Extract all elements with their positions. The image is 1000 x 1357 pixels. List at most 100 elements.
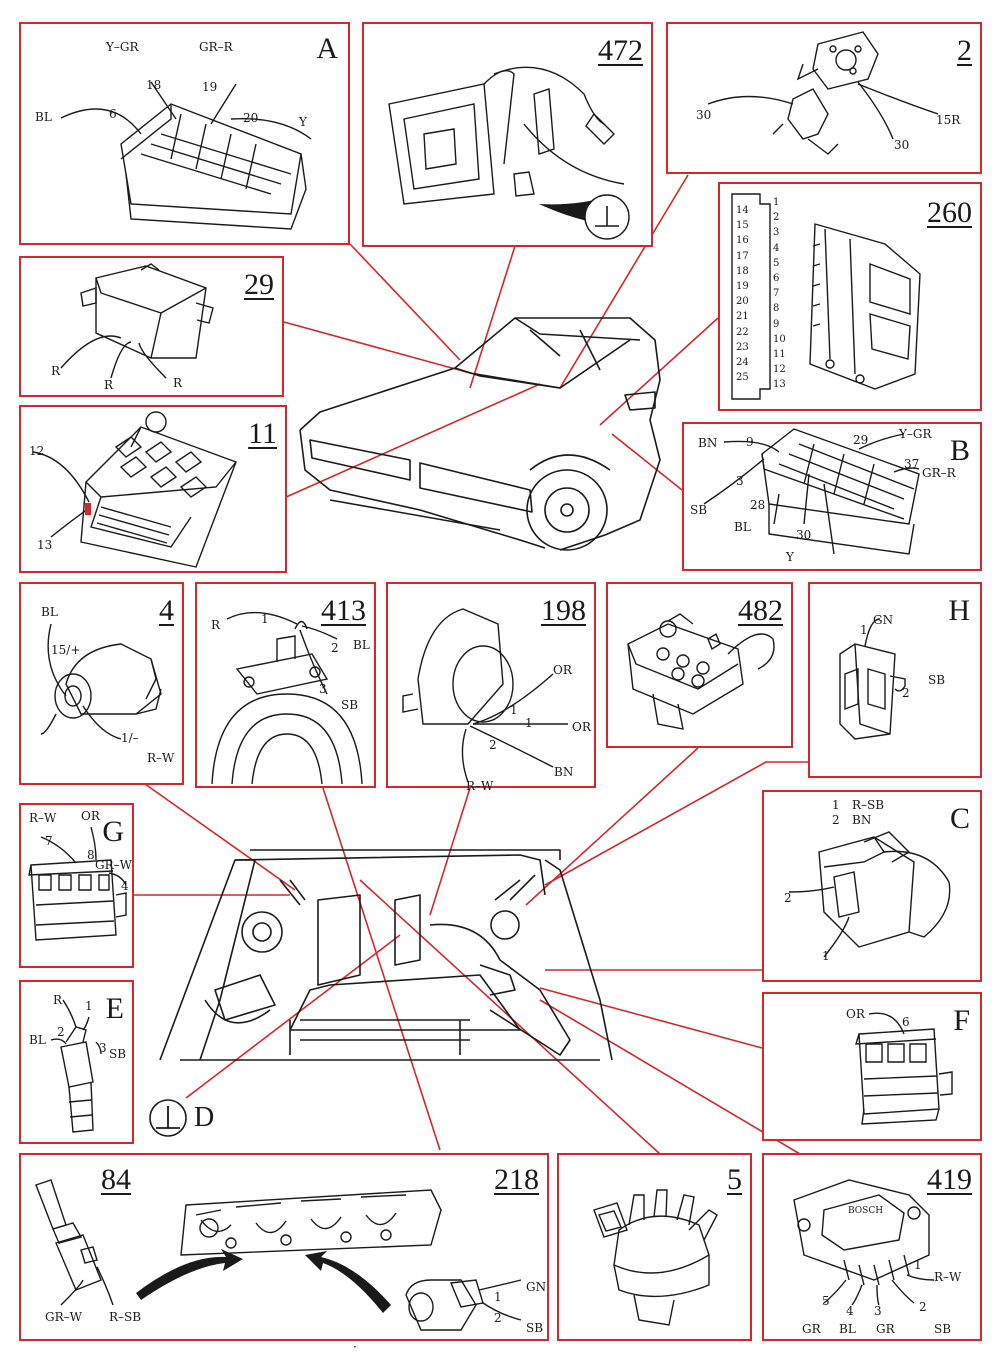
panel-title: 11: [248, 417, 277, 450]
pin-number: 5: [773, 257, 780, 269]
pin-label: 12: [29, 444, 45, 458]
pin-label: 15R: [936, 113, 961, 127]
pin-label: 1: [261, 612, 269, 626]
pin-number: 23: [736, 341, 749, 353]
pin-number: 11: [773, 349, 786, 360]
panel-component-11: 11 12 13: [19, 405, 287, 573]
pin-label: 29: [853, 433, 869, 447]
panel-component-472: 472: [362, 22, 653, 247]
wire-label: GR–R: [922, 466, 956, 480]
panel-title: A: [316, 32, 338, 65]
panel-title: H: [948, 594, 970, 627]
temperature-sensor-and-knock-sensor-icon: [35, 1179, 522, 1331]
pin-number: 4: [773, 242, 780, 254]
panel-connector-g: G R–W OR 7 8 GR–W 4: [19, 803, 134, 968]
wire-label: SB: [690, 503, 708, 517]
pin-number: 14: [736, 205, 749, 216]
pin-label: 2: [331, 641, 339, 655]
relay-module-icon: [60, 263, 214, 379]
wire-label: SB: [934, 1322, 952, 1336]
panel-title: 472: [598, 34, 643, 67]
wire-label: Y: [786, 550, 794, 564]
pin-number: 10: [773, 333, 786, 345]
pin-number: 6: [773, 273, 780, 284]
pin-number: 18: [736, 265, 749, 277]
wire-label: SB: [526, 1321, 544, 1335]
pin-label: 4: [846, 1304, 854, 1318]
pin-number: 17: [736, 250, 749, 262]
panel-title: B: [949, 434, 970, 467]
speed-sensor-icon: [211, 611, 363, 785]
pin-label: 1: [525, 716, 533, 730]
wire-label: BL: [29, 1033, 46, 1047]
pin-number: 25: [736, 372, 749, 384]
multi-pin-connector-icon: [60, 81, 312, 230]
wire-label: OR: [572, 720, 591, 734]
panel-title-218: 218: [494, 1163, 539, 1196]
pin-label: 4: [121, 879, 129, 893]
pin-number: 12: [773, 364, 786, 376]
wire-label: GR: [876, 1322, 895, 1336]
terminal-label: 1/–: [121, 731, 139, 745]
wire-label: R–SB: [852, 798, 885, 812]
pin-number: 19: [736, 281, 749, 292]
wire-label: BL: [353, 638, 370, 652]
pin-label: 6: [109, 107, 117, 121]
pin-label: 1: [832, 798, 840, 812]
wire-label: R–W: [466, 779, 494, 793]
ground-symbol-icon: [149, 1099, 187, 1137]
pin-label: 18: [146, 78, 162, 92]
pin-label: 2: [784, 891, 792, 905]
pin-label: 30: [894, 138, 910, 152]
pin-number: 2: [773, 212, 780, 224]
pin-label: 3: [319, 682, 327, 696]
pin-number: 24: [736, 357, 749, 368]
wire-label: GR–W: [45, 1310, 82, 1324]
panel-title: C: [949, 802, 970, 835]
wire-label: R–W: [29, 811, 57, 825]
pin-number: 15: [736, 220, 749, 232]
wire-label: SB: [341, 698, 359, 712]
wire-label: Y: [299, 115, 307, 129]
two-pin-connector-icon: [839, 618, 906, 740]
panel-component-4: 4 BL 15/+ 1/– R–W: [19, 582, 184, 785]
ground-point-bracket-icon: [388, 66, 630, 240]
wire-label: GN: [526, 1280, 547, 1294]
panel-title: 198: [541, 594, 586, 627]
pin-number: 13: [773, 379, 786, 391]
wire-label: R–W: [934, 1270, 962, 1284]
car-illustration: [299, 317, 661, 551]
pin-label: 2: [832, 813, 840, 827]
fuse-relay-box-icon: [32, 411, 237, 568]
panel-connector-f: F OR 6: [762, 992, 982, 1141]
panel-title: E: [105, 992, 124, 1025]
wire-label: OR: [553, 663, 572, 677]
panel-component-198: 198 OR 1 1 OR 2 BN R–W: [386, 582, 596, 792]
pin-label: 30: [696, 108, 712, 122]
wire-label: BL: [35, 110, 52, 124]
distributor-icon: [593, 1189, 718, 1326]
panel-component-84-218: 84 218 GR–W R–SB 1 GN 2 SB: [19, 1153, 549, 1341]
engine-bay-illustration: [159, 849, 613, 1061]
wire-label: Y–GR: [106, 40, 139, 54]
pin-number: 9: [773, 318, 780, 330]
wire-label: BN: [698, 436, 718, 450]
pin-number: 20: [736, 296, 749, 308]
wire-label: GN: [873, 613, 894, 627]
terminal-label: 15/+: [51, 643, 81, 657]
wire-label: R: [211, 618, 221, 632]
ignition-module-icon: [793, 1179, 935, 1306]
pin-number: 3: [773, 227, 780, 239]
multi-pin-connector-icon: [855, 1012, 953, 1125]
wire-label: R: [104, 378, 114, 392]
pin-number: 8: [773, 303, 780, 315]
pin-label: 37: [904, 457, 920, 471]
pin-label: 8: [87, 848, 95, 862]
pin-number: 1: [773, 197, 780, 208]
multi-pin-connector-icon: [703, 428, 920, 555]
panel-title: 29: [244, 268, 274, 301]
pin-label: 3: [736, 474, 744, 488]
wire-label: R: [173, 376, 183, 390]
